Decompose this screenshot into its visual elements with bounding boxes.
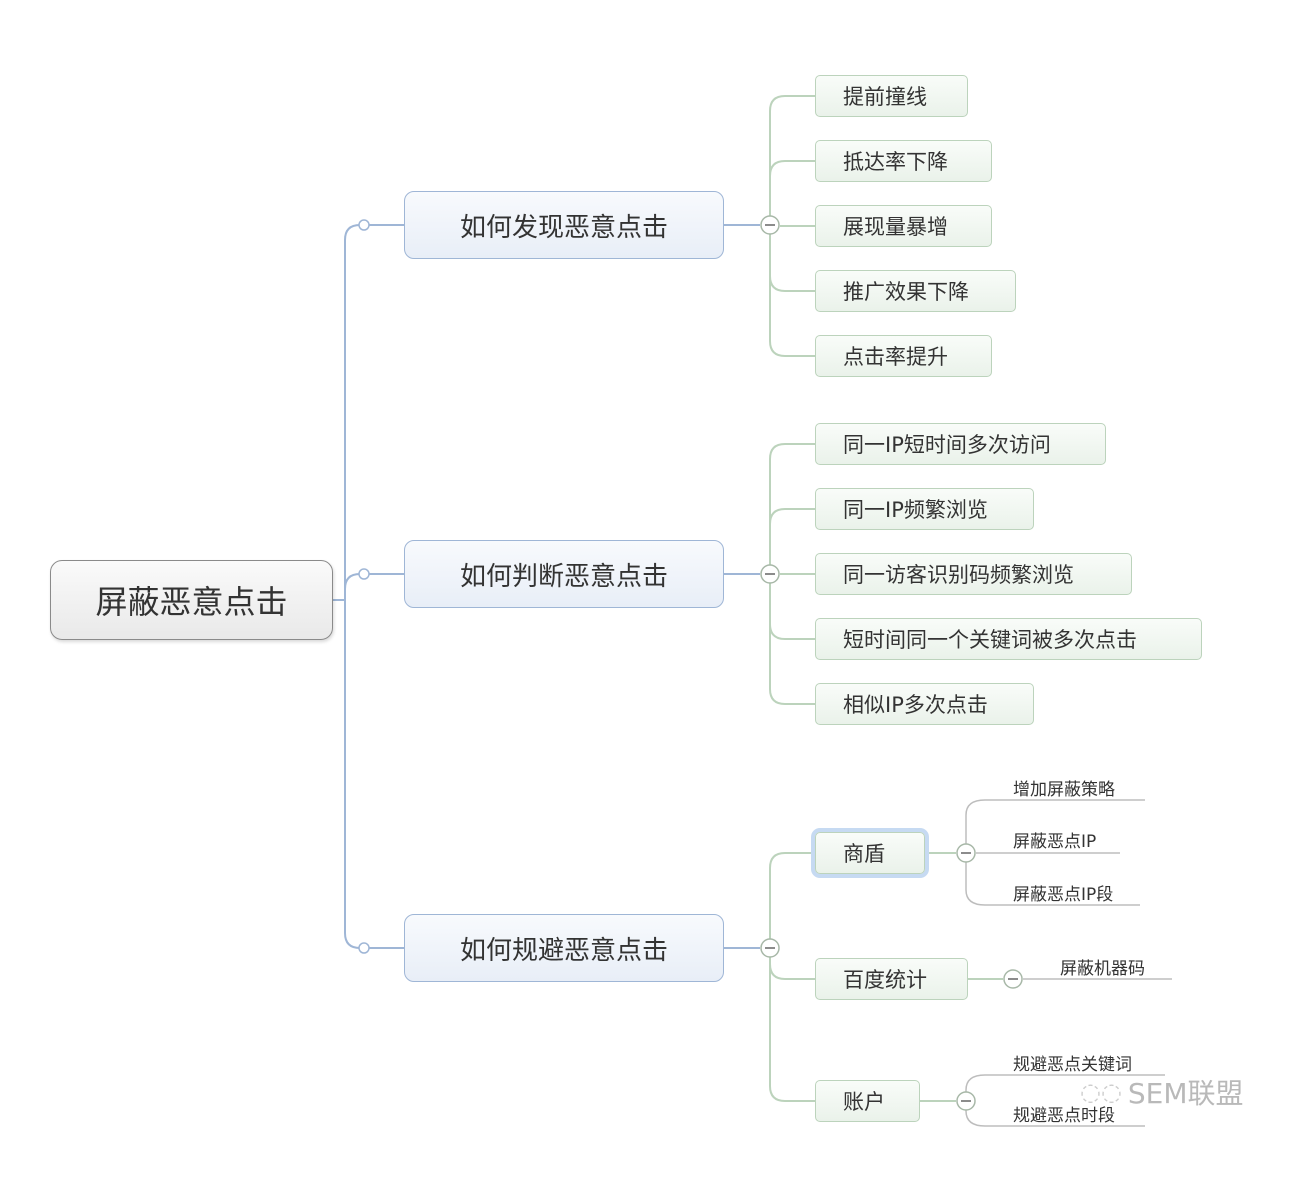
leaf-node[interactable]: 同一访客识别码频繁浏览 [815, 553, 1132, 595]
leaf-label: 点击率提升 [843, 345, 948, 369]
branch-judge[interactable]: 如何判断恶意点击 [404, 540, 724, 608]
branch-discover[interactable]: 如何发现恶意点击 [404, 191, 724, 259]
branch-avoid[interactable]: 如何规避恶意点击 [404, 914, 724, 982]
leaf-node-baidu-stats[interactable]: 百度统计 [815, 958, 968, 1000]
root-label: 屏蔽恶意点击 [95, 583, 288, 621]
leaf-label: 推广效果下降 [843, 280, 969, 304]
leaf-label: 商盾 [843, 842, 885, 866]
leaf-label: 同一IP频繁浏览 [843, 498, 988, 522]
leaf-node[interactable]: 抵达率下降 [815, 140, 992, 182]
leaf-label: 同一IP短时间多次访问 [843, 433, 1051, 457]
sub-leaf[interactable]: 屏蔽恶点IP段 [1013, 885, 1114, 905]
watermark-text: SEM联盟 [1127, 1077, 1244, 1110]
sub-leaf[interactable]: 屏蔽机器码 [1060, 959, 1145, 979]
branch-label: 如何判断恶意点击 [459, 561, 668, 592]
leaf-node[interactable]: 同一IP频繁浏览 [815, 488, 1034, 530]
leaf-label: 展现量暴增 [843, 215, 948, 239]
leaf-node-shangdun[interactable]: 商盾 [815, 832, 925, 874]
leaf-node[interactable]: 短时间同一个关键词被多次点击 [815, 618, 1202, 660]
sub-leaf[interactable]: 屏蔽恶点IP [1013, 832, 1097, 852]
leaf-label: 相似IP多次点击 [843, 693, 988, 717]
leaf-label: 账户 [843, 1090, 885, 1114]
leaf-node[interactable]: 同一IP短时间多次访问 [815, 423, 1106, 465]
watermark: ◌◌ SEM联盟 [1080, 1072, 1244, 1112]
root-node[interactable]: 屏蔽恶意点击 [50, 560, 333, 640]
sub-leaf[interactable]: 规避恶点关键词 [1013, 1055, 1132, 1075]
leaf-label: 同一访客识别码频繁浏览 [843, 563, 1074, 587]
branch-label: 如何发现恶意点击 [459, 212, 668, 243]
leaf-node[interactable]: 相似IP多次点击 [815, 683, 1034, 725]
branch-label: 如何规避恶意点击 [459, 935, 668, 966]
wechat-icon: ◌◌ [1080, 1078, 1122, 1106]
leaf-node-account[interactable]: 账户 [815, 1080, 920, 1122]
leaf-label: 提前撞线 [843, 85, 927, 109]
leaf-label: 百度统计 [843, 968, 927, 992]
leaf-node[interactable]: 推广效果下降 [815, 270, 1016, 312]
sub-leaf[interactable]: 增加屏蔽策略 [1013, 780, 1115, 800]
sub-leaf[interactable]: 规避恶点时段 [1013, 1106, 1115, 1126]
leaf-node[interactable]: 点击率提升 [815, 335, 992, 377]
leaf-label: 短时间同一个关键词被多次点击 [843, 628, 1137, 652]
leaf-node[interactable]: 提前撞线 [815, 75, 968, 117]
leaf-node[interactable]: 展现量暴增 [815, 205, 992, 247]
leaf-label: 抵达率下降 [843, 150, 948, 174]
